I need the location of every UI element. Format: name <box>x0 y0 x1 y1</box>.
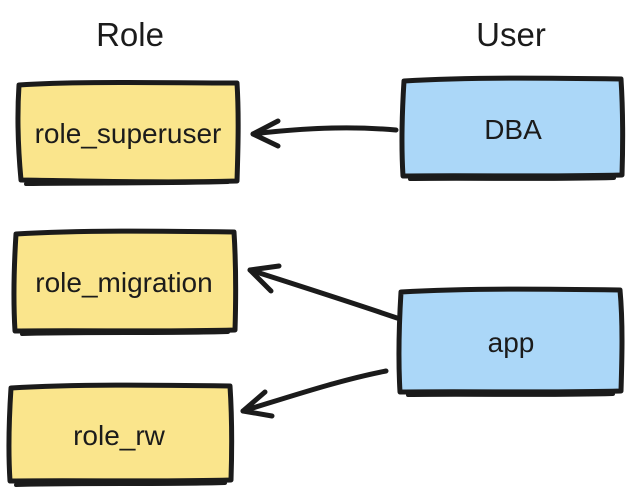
edge-app-to-role-rw-line <box>240 368 389 414</box>
edge-app-to-role-migration <box>247 263 400 321</box>
app-box <box>396 286 625 395</box>
role-rw-label: role_rw <box>73 420 166 451</box>
dba-label: DBA <box>484 114 542 145</box>
role-rw-box-sketch-stroke <box>14 481 227 487</box>
role-migration-label: role_migration <box>35 267 212 298</box>
edge-dba-to-role-superuser-arrowhead <box>250 118 281 149</box>
node-role-superuser: role_superuser <box>15 80 241 186</box>
node-role-migration: role_migration <box>11 228 239 336</box>
column-header-role: Role <box>96 16 164 53</box>
edge-app-to-role-rw-arrowhead <box>240 389 275 419</box>
node-app: app <box>396 286 625 397</box>
edge-dba-to-role-superuser-line <box>250 125 399 137</box>
node-role-rw: role_rw <box>6 382 235 487</box>
dba-box-sketch-stroke <box>408 176 616 181</box>
column-headers: Role User <box>96 16 546 53</box>
app-box-sketch-stroke <box>406 392 615 397</box>
role-superuser-box <box>15 80 241 185</box>
node-dba: DBA <box>399 75 626 181</box>
app-label: app <box>488 327 535 358</box>
dba-box <box>399 75 626 179</box>
edge-app-to-role-migration-line <box>247 267 400 321</box>
role-superuser-label: role_superuser <box>35 118 222 149</box>
edge-app-to-role-migration-arrowhead <box>247 263 282 294</box>
role-migration-box-sketch-stroke <box>20 330 230 336</box>
edge-app-to-role-rw <box>240 368 389 419</box>
column-header-user: User <box>476 16 546 53</box>
role-superuser-box-sketch-stroke <box>24 180 230 186</box>
edge-dba-to-role-superuser <box>250 118 399 149</box>
role-rw-box <box>6 382 235 484</box>
role-migration-box <box>11 228 239 334</box>
